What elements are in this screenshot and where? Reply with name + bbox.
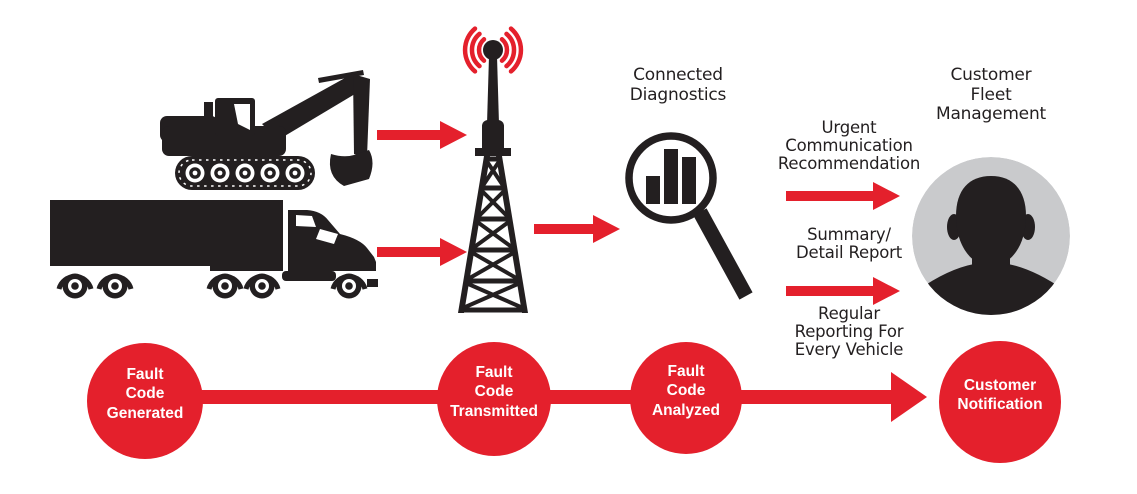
summary-detail-label: Summary/ Detail Report [796,225,902,262]
stage-fault-code-analyzed: Fault Code Analyzed [630,342,742,454]
truck-wheels [62,273,362,299]
arrow-shaft [534,224,597,234]
stage-label: Customer Notification [957,376,1043,414]
stage-customer-notification: Customer Notification [939,341,1061,463]
arrow-shaft [786,286,877,296]
person-avatar-icon [912,157,1070,315]
stage-fault-code-transmitted: Fault Code Transmitted [437,342,551,456]
arrow-head [440,238,467,266]
stage-label: Fault Code Transmitted [450,363,538,420]
arrow-shaft [377,247,444,257]
arrow-shaft [377,130,444,140]
arrow-shaft [786,191,877,201]
arrow-report-to-customer [786,276,900,306]
stage-fault-code-generated: Fault Code Generated [87,343,203,459]
tower-cross-braces [462,158,524,310]
bar-chart-icon [646,149,696,204]
semi-truck-icon [50,200,378,299]
stage-label: Fault Code Analyzed [651,362,721,419]
signal-waves-icon [462,26,524,74]
urgent-communication-label: Urgent Communication Recommendation [777,118,921,173]
cell-tower-icon [458,26,528,313]
magnifier-bar-chart-icon [625,132,753,300]
track-wheels [185,163,305,183]
arrow-excavator-to-tower [377,120,467,150]
timeline-arrowhead [891,372,927,422]
tower-rungs [460,156,526,313]
arrow-tower-to-diagnostics [534,214,620,244]
arrow-head [440,121,467,149]
arrow-truck-to-tower [377,237,467,267]
arrow-urgent-to-customer [786,181,900,211]
excavator-icon [160,70,373,190]
arrow-head [873,182,900,210]
regular-reporting-label: Regular Reporting For Every Vehicle [794,304,904,359]
stage-label: Fault Code Generated [106,365,184,422]
connected-diagnostics-label: Connected Diagnostics [629,65,727,105]
arrow-head [593,215,620,243]
customer-fleet-label: Customer Fleet Management [936,65,1046,124]
arrow-head [873,277,900,305]
